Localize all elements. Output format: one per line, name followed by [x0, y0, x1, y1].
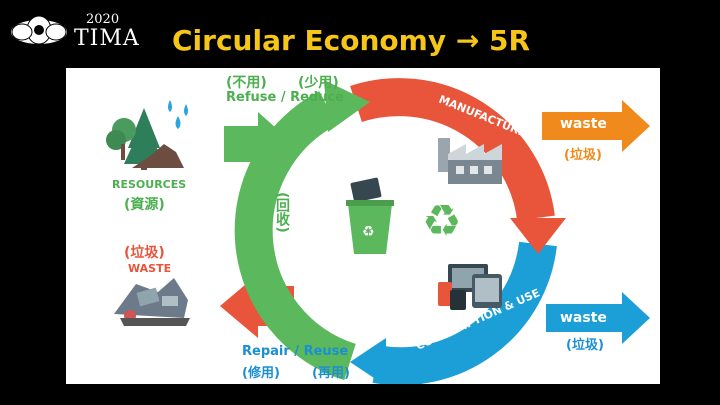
slide-title: Circular Economy → 5R — [172, 24, 531, 57]
refuse-zh-label: (不用) — [226, 75, 267, 91]
svg-text:♻: ♻ — [362, 224, 375, 240]
recycling-label: RECYCLING — [318, 198, 345, 268]
manufacturing-segment — [350, 78, 555, 221]
recycle-zh-label: (回收) — [274, 192, 290, 233]
resources-label: RESOURCES — [112, 178, 187, 191]
repair-reuse-label: Repair / Reuse — [242, 344, 349, 359]
refuse-reduce-label: Refuse / Reduce — [226, 90, 345, 105]
manufacturing-arrowhead — [510, 218, 566, 254]
reuse-zh-label: (再用) — [312, 366, 350, 381]
reduce-zh-label: (少用) — [298, 75, 339, 91]
consumption-arrowhead — [350, 338, 386, 384]
repair-zh-label: (修用) — [242, 366, 280, 381]
cycle-ring — [234, 78, 557, 384]
waste-top-zh-label: (垃圾) — [564, 148, 602, 163]
diagram-panel: MANUFACTURING CONSUMPTION & USE RECYCLIN… — [66, 68, 660, 384]
lotus-logo-icon — [11, 15, 67, 45]
resources-zh-label: (資源) — [124, 197, 165, 213]
devices-icon — [438, 264, 502, 310]
waste-bottom-arrow — [546, 292, 650, 344]
recycling-segment — [234, 91, 357, 381]
logo-year: 2020 — [86, 12, 120, 27]
refuse-reduce-arrow — [224, 112, 294, 176]
circular-economy-diagram: MANUFACTURING CONSUMPTION & USE RECYCLIN… — [106, 78, 650, 384]
resources-icon — [106, 100, 188, 170]
recycling-arrowhead — [324, 80, 370, 132]
waste-left-label: WASTE — [128, 262, 172, 275]
logo: 2020 TIMA — [8, 6, 158, 51]
logo-name: TIMA — [74, 26, 140, 51]
waste-top-arrow — [542, 100, 650, 152]
waste-top-label: waste — [560, 116, 607, 132]
recycle-icon: ♻ — [422, 196, 461, 247]
consumption-segment — [372, 241, 557, 384]
waste-bottom-zh-label: (垃圾) — [566, 338, 604, 353]
waste-zh-left-label: (垃圾) — [124, 245, 165, 261]
waste-bottom-label: waste — [560, 310, 607, 326]
recycle-bin-icon: ♻ — [346, 177, 394, 254]
factory-icon — [438, 138, 502, 184]
waste-pile-icon — [114, 278, 190, 326]
